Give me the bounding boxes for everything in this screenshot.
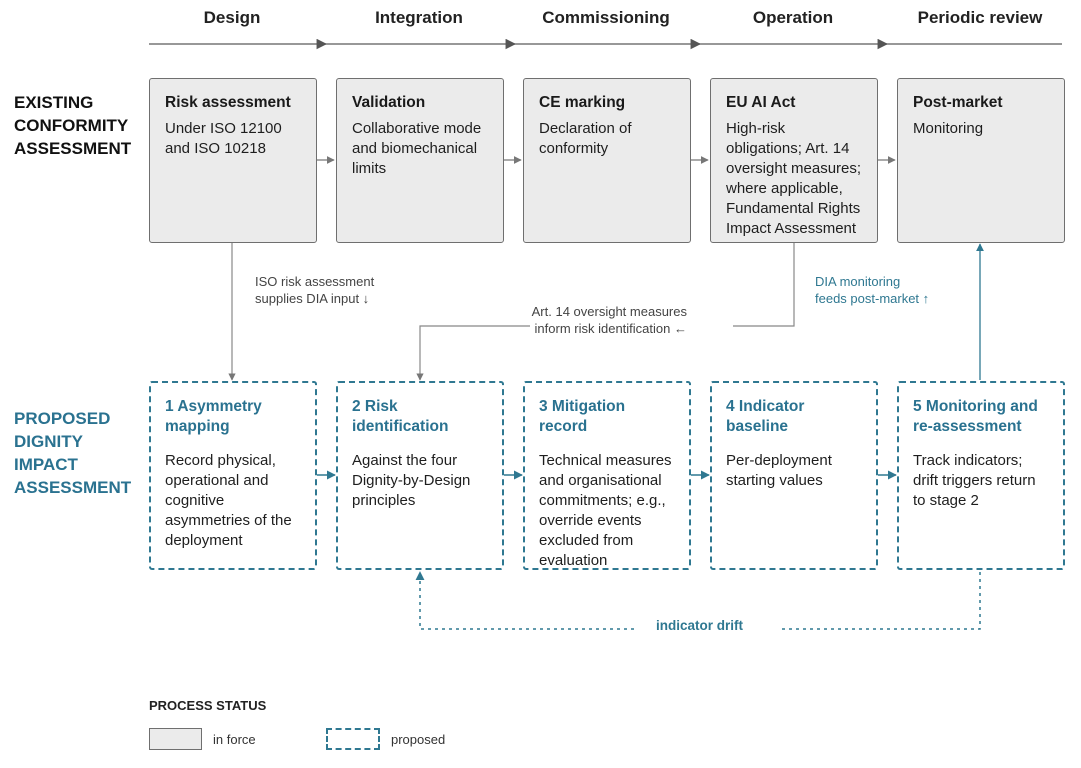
indicator-drift-label: indicator drift xyxy=(656,618,743,633)
phase-periodic-review: Periodic review xyxy=(917,8,1043,27)
box-title: EU AI Act xyxy=(726,94,796,111)
existing-row-label: EXISTING CONFORMITY ASSESSMENT xyxy=(14,93,132,158)
legend-proposed-swatch xyxy=(326,728,380,750)
box-title: Post-market xyxy=(913,94,1003,111)
art14-feed-connector xyxy=(420,243,795,380)
proposed-row-label: PROPOSED DIGNITY IMPACT ASSESSMENT xyxy=(14,409,132,497)
box-body: Monitoring xyxy=(913,120,984,137)
indicator-drift-loop xyxy=(420,572,981,630)
box-title: CE marking xyxy=(539,94,626,111)
phase-commissioning: Commissioning xyxy=(542,8,670,27)
legend-title: PROCESS STATUS xyxy=(149,698,267,713)
legend-in-force-label: in force xyxy=(213,732,256,747)
phase-operation: Operation xyxy=(752,8,834,27)
legend-proposed-label: proposed xyxy=(391,732,446,747)
box-title: Risk assessment xyxy=(165,94,291,111)
box-title: Validation xyxy=(352,94,426,111)
phase-design: Design xyxy=(203,8,261,27)
phase-integration: Integration xyxy=(375,8,463,27)
box-post-market: Post-market Monitoring xyxy=(897,78,1065,243)
legend-in-force-swatch xyxy=(149,728,202,750)
